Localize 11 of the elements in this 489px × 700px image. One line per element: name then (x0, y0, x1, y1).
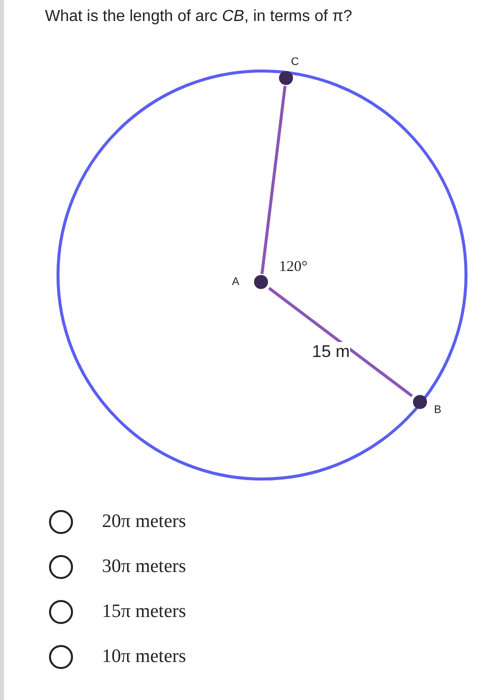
angle-label: 120° (279, 259, 308, 276)
point-label: C (291, 55, 299, 69)
question-text: What is the length of arc CB, in terms of π? (45, 8, 352, 26)
option-label: 10π meters (102, 646, 186, 668)
point-label: B (434, 403, 442, 417)
radius-line (260, 86, 286, 274)
option-label: 20π meters (102, 511, 186, 533)
option-label: 15π meters (102, 601, 186, 623)
point-label: A (232, 275, 240, 289)
option-label: 30π meters (102, 556, 186, 578)
radius-line (268, 286, 413, 398)
